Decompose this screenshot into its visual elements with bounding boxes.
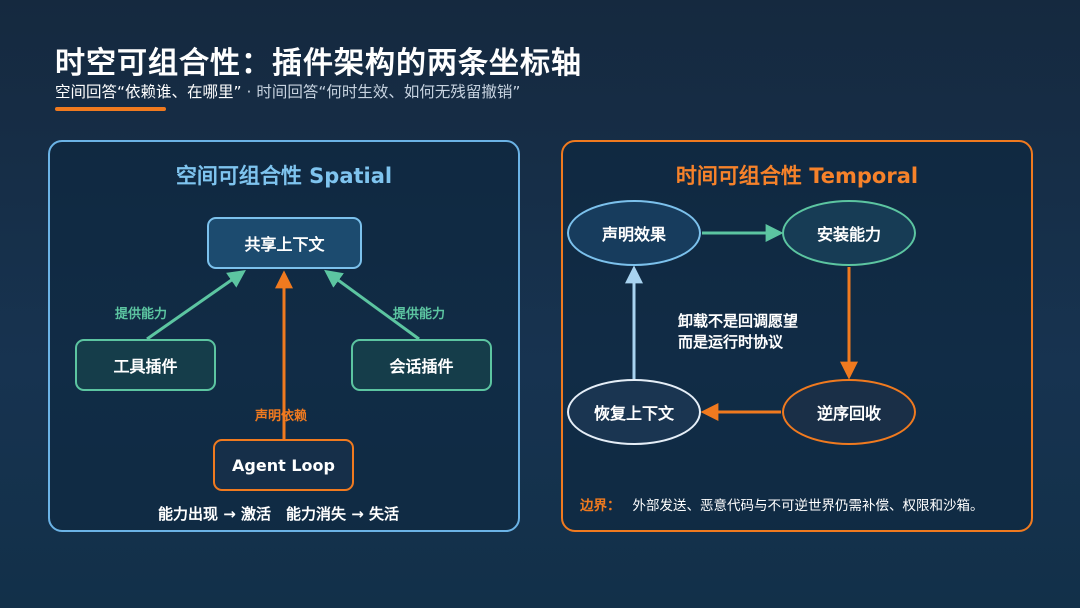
uninstall-note: 卸载不是回调愿望 而是运行时协议	[678, 311, 798, 353]
install-capability-node: 安装能力	[782, 200, 916, 266]
boundary-text: 外部发送、恶意代码与不可逆世界仍需补偿、权限和沙箱。	[632, 498, 984, 514]
shared-context-node: 共享上下文	[207, 217, 362, 269]
spatial-panel-title: 空间可组合性 Spatial	[175, 164, 393, 188]
title-underline-accent	[55, 107, 166, 111]
boundary-note: 边界： 外部发送、恶意代码与不可逆世界仍需补偿、权限和沙箱。	[580, 494, 984, 514]
provide-capability-label-right: 提供能力	[393, 307, 446, 322]
page-subtitle: 空间回答“依赖谁、在哪里” · 时间回答“何时生效、如何无残留撤销”	[55, 80, 520, 102]
reverse-reclaim-node: 逆序回收	[782, 379, 916, 445]
restore-context-node: 恢复上下文	[567, 379, 701, 445]
uninstall-note-line-1: 卸载不是回调愿望	[678, 312, 799, 330]
declare-dependency-label: 声明依赖	[255, 409, 308, 424]
declare-effect-node: 声明效果	[567, 200, 701, 266]
temporal-panel: 时间可组合性 Temporal	[561, 140, 1033, 532]
boundary-label: 边界：	[580, 498, 621, 514]
subtitle-temporal-part: · 时间回答“何时生效、如何无残留撤销”	[241, 83, 521, 101]
page-title: 时空可组合性：插件架构的两条坐标轴	[55, 46, 582, 81]
temporal-panel-title: 时间可组合性 Temporal	[675, 164, 919, 188]
subtitle-spatial-part: 空间回答“依赖谁、在哪里”	[55, 83, 242, 101]
arrow-session-to-shared	[324, 269, 420, 341]
provide-capability-label-left: 提供能力	[115, 307, 168, 322]
session-plugin-node: 会话插件	[351, 339, 492, 391]
uninstall-note-line-2: 而是运行时协议	[678, 333, 784, 351]
agent-loop-node: Agent Loop	[213, 439, 354, 491]
arrow-tool-to-shared	[146, 269, 246, 341]
spatial-caption: 能力出现 → 激活 能力消失 → 失活	[158, 505, 400, 523]
tool-plugin-node: 工具插件	[75, 339, 216, 391]
